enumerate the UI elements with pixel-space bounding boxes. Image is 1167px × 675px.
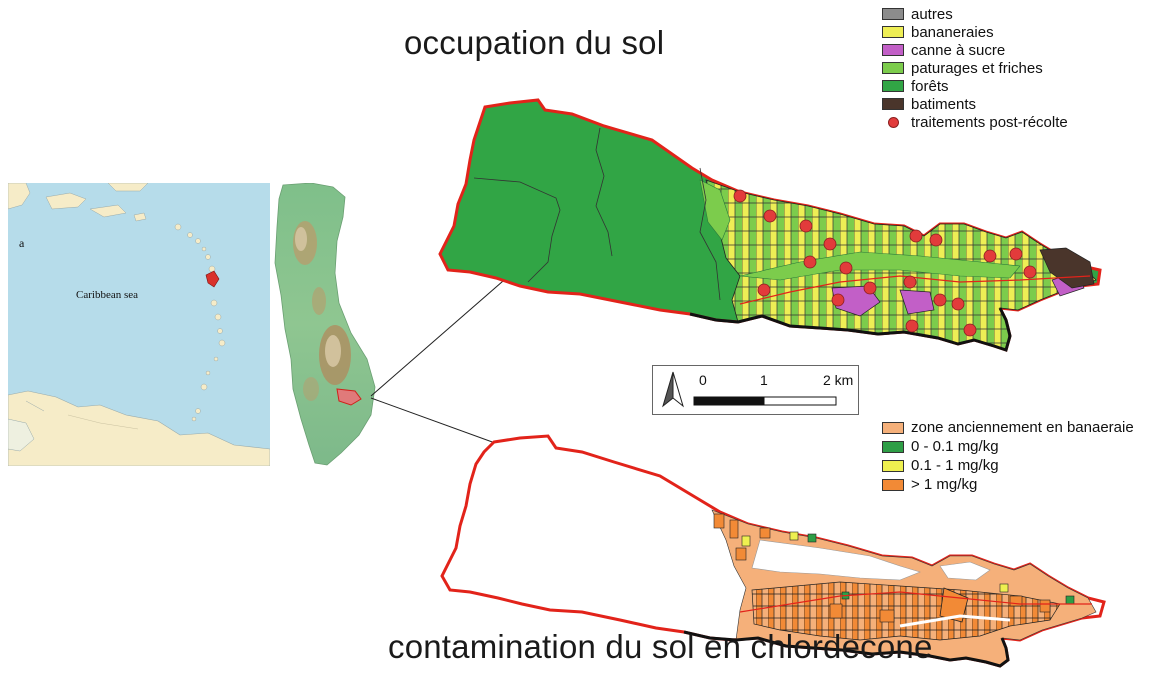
caribbean-inset-map: a Caribbean sea [8, 183, 270, 466]
land-use-map [438, 98, 1102, 352]
legend-swatch [882, 421, 904, 434]
legend-swatch [882, 26, 904, 38]
legend-item-low: 0 - 0.1 mg/kg [882, 437, 1134, 456]
legend-label: autres [911, 5, 953, 23]
legend-swatch [882, 98, 904, 110]
scale-label-2km: 2 km [823, 372, 854, 388]
legend-item-high: > 1 mg/kg [882, 475, 1134, 494]
land-use-legend: autres bananeraies canne à sucre paturag… [882, 5, 1068, 131]
map-title-land-use: occupation du sol [404, 24, 665, 61]
legend-item-medium: 0.1 - 1 mg/kg [882, 456, 1134, 475]
legend-swatch [882, 478, 904, 491]
legend-item-batiments: batiments [882, 95, 1068, 113]
legend-label: batiments [911, 95, 977, 113]
legend-swatch [882, 8, 904, 20]
scale-bar: 0 1 2 km [652, 365, 859, 415]
legend-label: > 1 mg/kg [911, 476, 978, 493]
contamination-map [440, 434, 1106, 668]
legend-label: forêts [911, 77, 949, 95]
legend-item-former-banana: zone anciennement en banaeraie [882, 418, 1134, 437]
legend-swatch [882, 440, 904, 453]
martinique-relief-inset [271, 183, 376, 466]
legend-label: zone anciennement en banaeraie [911, 419, 1134, 436]
legend-dot [888, 116, 899, 128]
post-harvest-points [733, 189, 1037, 337]
scale-label-1: 1 [760, 372, 768, 388]
legend-label: canne à sucre [911, 41, 1006, 59]
contamination-legend: zone anciennement en banaeraie 0 - 0.1 m… [882, 418, 1134, 494]
legend-swatch [882, 44, 904, 56]
legend-label: paturages et friches [911, 59, 1043, 77]
legend-label: 0.1 - 1 mg/kg [911, 457, 999, 474]
legend-label: bananeraies [911, 23, 994, 41]
connector-line-top [370, 267, 519, 397]
legend-item-bananeraies: bananeraies [882, 23, 1068, 41]
scale-label-0: 0 [699, 372, 707, 388]
legend-swatch [882, 80, 904, 92]
caribbean-sea-label: Caribbean sea [76, 289, 138, 301]
map-title-contamination: contamination du sol en chlordecone [388, 628, 933, 665]
legend-label: traitements post-récolte [911, 113, 1068, 131]
legend-swatch [882, 62, 904, 74]
legend-label: 0 - 0.1 mg/kg [911, 438, 999, 455]
legend-item-post-harvest: traitements post-récolte [882, 113, 1068, 131]
north-arrow-icon [662, 371, 684, 408]
legend-item-forets: forêts [882, 77, 1068, 95]
legend-item-autres: autres [882, 5, 1068, 23]
panel-label: a [19, 236, 25, 250]
legend-swatch [882, 459, 904, 472]
legend-item-paturages: paturages et friches [882, 59, 1068, 77]
legend-item-canne-a-sucre: canne à sucre [882, 41, 1068, 59]
